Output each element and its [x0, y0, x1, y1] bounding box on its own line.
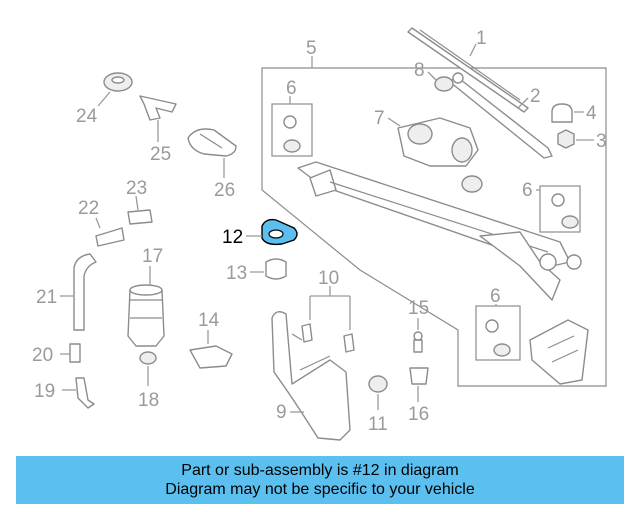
grommet-group-right[interactable] [539, 185, 581, 233]
grommet-13[interactable] [265, 258, 287, 280]
callout-6c: 6 [490, 286, 501, 307]
callout-18: 18 [138, 390, 159, 411]
reservoir-bolts[interactable] [301, 323, 355, 353]
connector-22[interactable] [95, 227, 125, 247]
callout-1: 1 [476, 28, 487, 49]
arm-cap[interactable] [434, 76, 454, 92]
callout-19: 19 [34, 381, 55, 402]
callout-12: 12 [222, 227, 243, 248]
leader-22 [95, 217, 101, 229]
callout-25: 25 [150, 144, 171, 165]
push-clip[interactable] [413, 331, 423, 353]
callout-15: 15 [408, 298, 429, 319]
wiper-blade[interactable] [407, 27, 529, 113]
washer-reservoir[interactable] [271, 311, 351, 441]
pivot-bracket[interactable] [529, 319, 589, 385]
wiper-motor[interactable] [397, 117, 479, 167]
leader-1 [469, 43, 477, 57]
leader-10 [309, 286, 351, 330]
nozzle-26[interactable] [187, 128, 237, 157]
parts-diagram: 1 2 3 4 5 6 6 6 7 8 9 10 11 12 13 14 15 … [32, 27, 607, 441]
hose-21[interactable] [73, 253, 97, 331]
leader-24 [97, 91, 111, 107]
leader-2 [517, 97, 529, 109]
callout-11: 11 [368, 414, 388, 435]
callout-6a: 6 [286, 78, 297, 99]
banner-line-2: Diagram may not be specific to your vehi… [165, 481, 475, 498]
reservoir-grommet[interactable] [368, 375, 388, 393]
info-banner: Part or sub-assembly is #12 in diagram D… [16, 456, 624, 504]
callout-14: 14 [198, 310, 220, 331]
bracket-14[interactable] [189, 345, 233, 369]
washer-pump-17[interactable] [127, 284, 165, 347]
callout-24: 24 [76, 106, 98, 127]
callout-17: 17 [142, 246, 163, 267]
callout-16: 16 [408, 404, 429, 425]
callout-9: 9 [276, 402, 287, 423]
callout-10: 10 [318, 268, 339, 289]
callout-6b: 6 [522, 180, 533, 201]
callout-23: 23 [126, 178, 147, 199]
grommet-18[interactable] [139, 351, 157, 365]
grommet-group-bottom[interactable] [475, 305, 521, 361]
grommet-group-left[interactable] [271, 103, 313, 157]
banner-line-1: Part or sub-assembly is #12 in diagram [181, 462, 459, 479]
callout-5: 5 [306, 38, 317, 59]
assembly-outline [261, 67, 607, 387]
bumper-grommet[interactable] [409, 367, 429, 385]
leader-8 [427, 71, 437, 81]
wiper-linkage[interactable] [297, 161, 582, 301]
callout-2: 2 [530, 86, 541, 107]
callout-21: 21 [36, 287, 57, 308]
wiper-arm[interactable] [449, 72, 553, 159]
connector-23[interactable] [127, 209, 153, 225]
callout-26: 26 [214, 180, 235, 201]
hose-19[interactable] [75, 377, 95, 409]
leader-7 [387, 117, 401, 127]
hex-nut[interactable] [557, 129, 575, 149]
callout-7: 7 [374, 108, 385, 129]
callout-13: 13 [226, 263, 247, 284]
callout-22: 22 [78, 198, 99, 219]
nut-cap[interactable] [551, 103, 573, 123]
connector-25[interactable] [139, 95, 177, 121]
pump-seal-24[interactable] [103, 72, 133, 92]
callout-20: 20 [32, 345, 53, 366]
callout-8: 8 [414, 60, 425, 81]
callout-3: 3 [596, 131, 607, 152]
callout-4: 4 [586, 103, 597, 124]
hose-20[interactable] [69, 343, 81, 363]
leader-23 [135, 195, 139, 211]
part-12-highlighted[interactable] [261, 218, 298, 246]
